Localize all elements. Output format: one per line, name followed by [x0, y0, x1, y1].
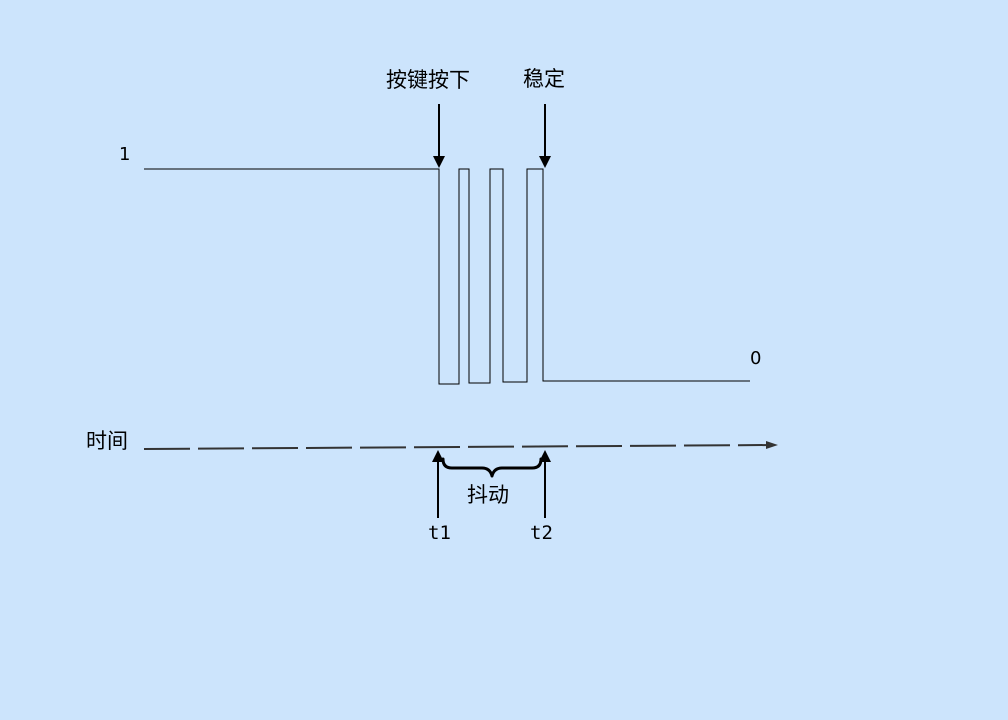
press-arrow [433, 104, 445, 168]
t2-label: t2 [530, 522, 553, 544]
signal-waveform [144, 168, 750, 385]
t1-label: t1 [428, 522, 451, 544]
press-label: 按键按下 [386, 68, 470, 92]
time-axis-label: 时间 [86, 429, 128, 453]
time-axis [143, 441, 778, 450]
bounce-brace [441, 457, 543, 478]
high-level-label: 1 [119, 144, 131, 165]
stable-label: 稳定 [523, 67, 565, 91]
bounce-label: 抖动 [467, 483, 509, 507]
t1-arrow [432, 450, 444, 518]
stable-arrow [539, 104, 551, 168]
low-level-label: 0 [750, 348, 762, 369]
